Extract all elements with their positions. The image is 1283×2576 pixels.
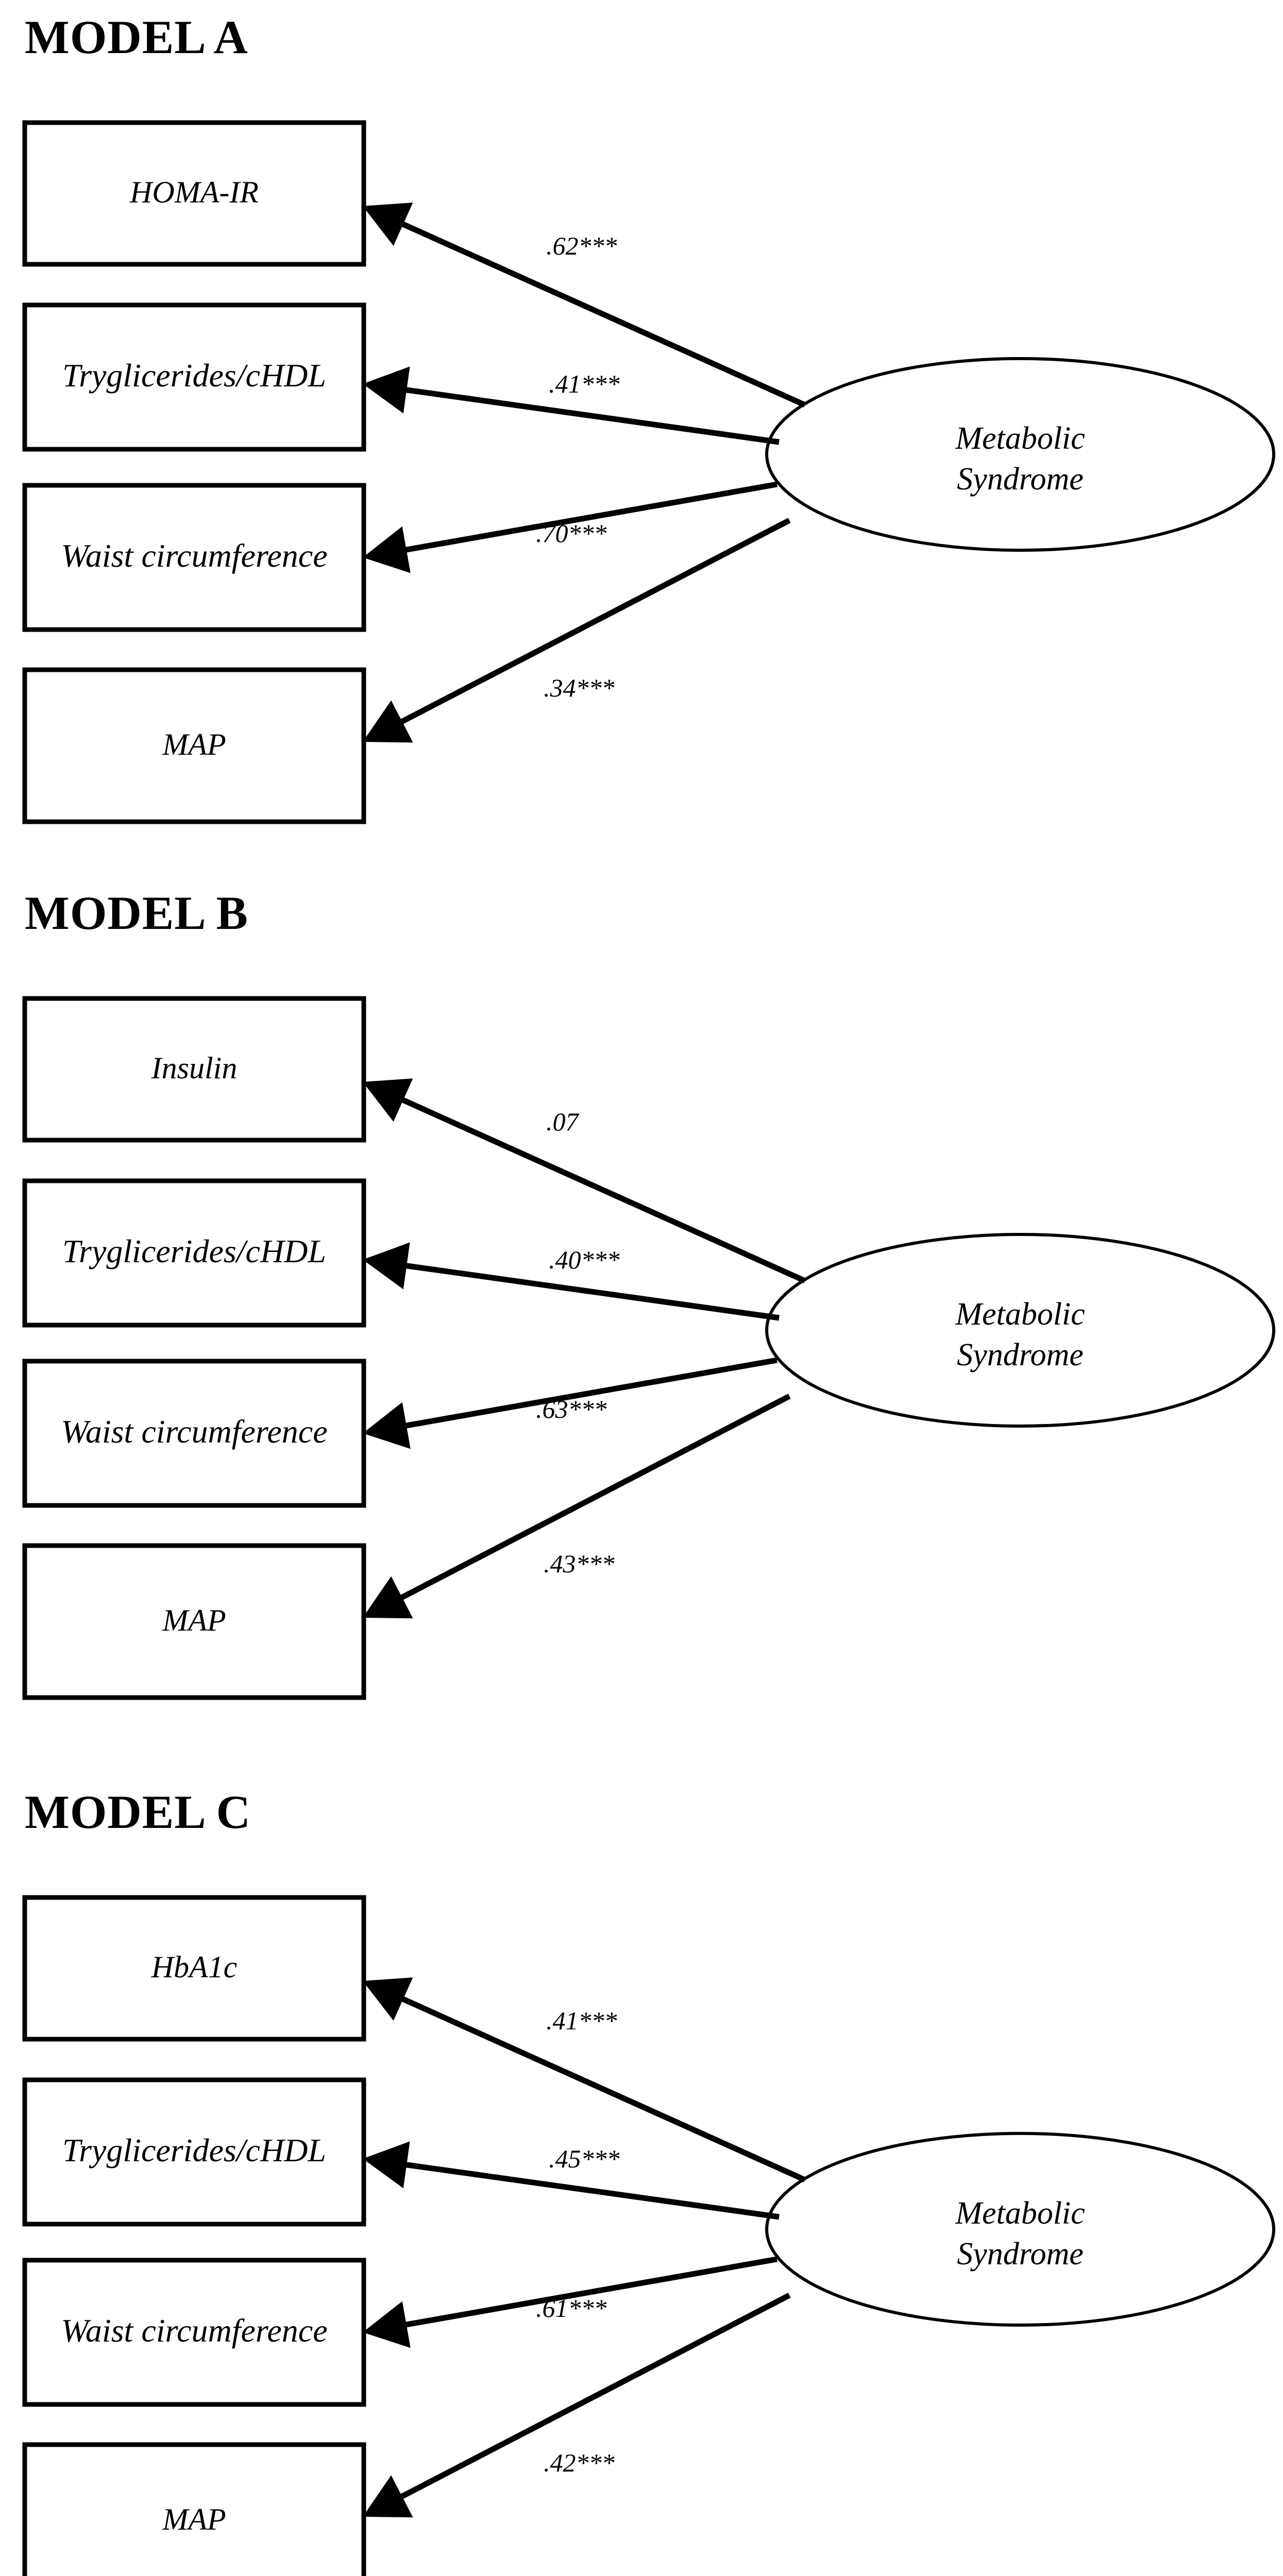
model-title: MODEL B — [25, 887, 248, 939]
indicator-box — [22, 483, 366, 632]
loading-arrow — [363, 1078, 806, 1284]
model-graphics — [22, 120, 1275, 824]
arrow-head-icon — [363, 1242, 410, 1290]
arrow-head-icon — [363, 1576, 413, 1619]
indicator-box — [22, 120, 366, 267]
loading-arrow — [363, 1394, 791, 1619]
arrow-head-icon — [363, 2301, 411, 2348]
latent-ellipse — [765, 1233, 1275, 1428]
loading-arrow — [363, 1357, 778, 1449]
loading-arrow — [363, 1977, 806, 2183]
indicator-box — [22, 302, 366, 452]
model-title: MODEL C — [25, 1786, 251, 1838]
indicator-box — [22, 2258, 366, 2407]
loading-arrow — [363, 2293, 791, 2518]
model-graphics — [22, 1895, 1275, 2576]
indicator-box — [22, 1543, 366, 1700]
indicator-box — [22, 2077, 366, 2227]
loading-arrow — [363, 202, 806, 408]
loading-arrow — [363, 2256, 778, 2348]
loading-arrow — [363, 366, 780, 445]
indicator-box — [22, 1178, 366, 1328]
loading-arrow — [363, 481, 778, 573]
arrow-head-icon — [363, 202, 413, 246]
loading-arrow — [363, 1242, 780, 1321]
arrow-head-icon — [363, 1078, 413, 1122]
indicator-box — [22, 2442, 366, 2576]
arrow-head-icon — [363, 2141, 410, 2189]
indicator-box — [22, 667, 366, 824]
indicator-box — [22, 1359, 366, 1508]
indicator-box — [22, 1895, 366, 2042]
arrow-head-icon — [363, 700, 413, 743]
latent-ellipse — [765, 357, 1275, 552]
indicator-box — [22, 996, 366, 1143]
model-graphics — [22, 996, 1275, 1700]
model-title: MODEL A — [25, 11, 248, 63]
loading-arrow — [363, 2141, 780, 2220]
arrow-head-icon — [363, 1977, 413, 2021]
arrow-head-icon — [363, 2475, 413, 2518]
loading-arrow — [363, 518, 791, 743]
arrow-head-icon — [363, 526, 411, 573]
arrow-head-icon — [363, 1402, 411, 1449]
arrow-head-icon — [363, 366, 410, 414]
latent-ellipse — [765, 2132, 1275, 2327]
